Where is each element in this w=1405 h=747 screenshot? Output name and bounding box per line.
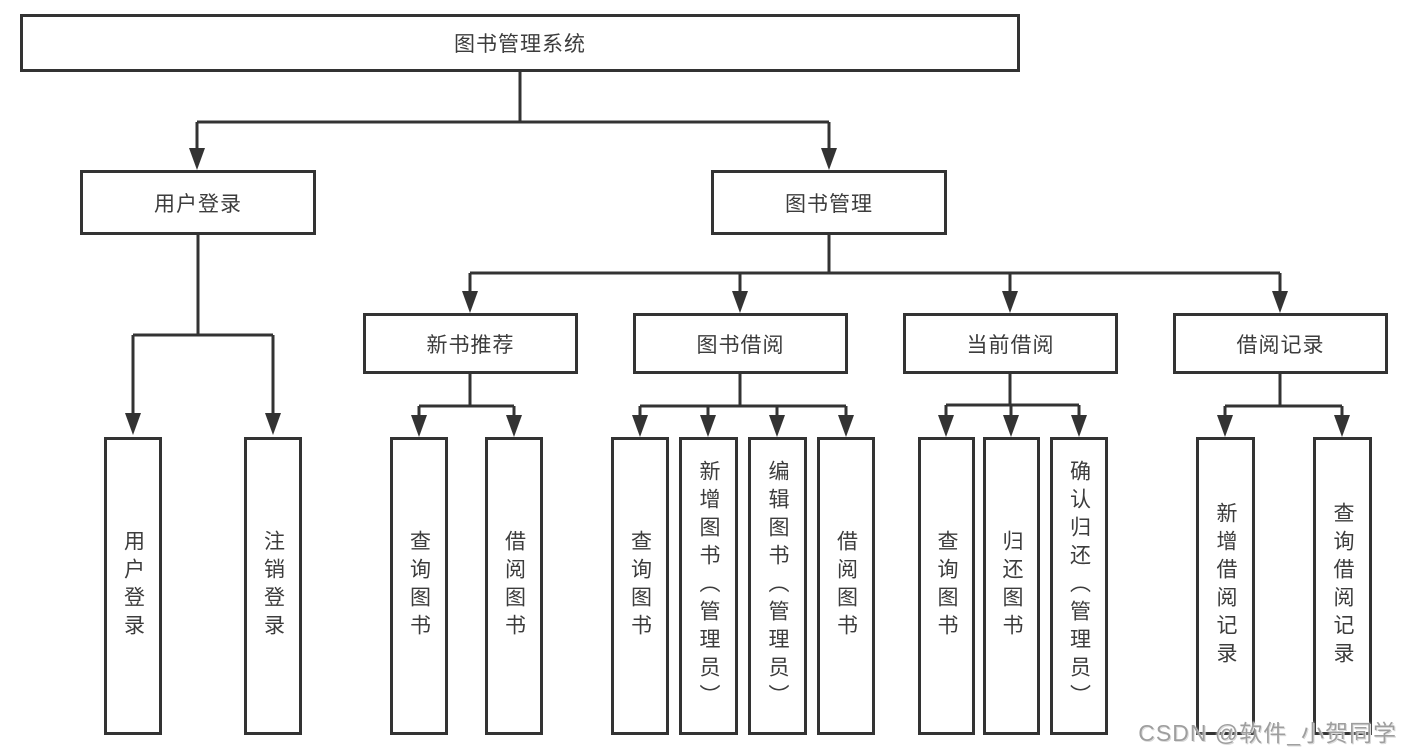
leaf-add-borrow-record-label: 新增借阅记录: [1214, 502, 1237, 670]
leaf-user-login: 用户登录: [104, 437, 162, 735]
node-current-borrow: 当前借阅: [903, 313, 1118, 374]
node-book-management: 图书管理: [711, 170, 947, 235]
node-book-borrow: 图书借阅: [633, 313, 848, 374]
leaf-add-book-admin-label: 新增图书（管理员）: [697, 460, 720, 712]
leaf-query-borrow-record: 查询借阅记录: [1313, 437, 1372, 735]
node-book-borrow-label: 图书借阅: [696, 333, 785, 357]
leaf-edit-book-admin-label: 编辑图书（管理员）: [766, 460, 789, 712]
leaf-query-book-recommend: 查询图书: [390, 437, 448, 735]
leaf-borrow-book-recommend: 借阅图书: [485, 437, 543, 735]
leaf-logout-label: 注销登录: [261, 530, 285, 642]
leaf-query-borrow-record-label: 查询借阅记录: [1331, 502, 1354, 670]
leaf-query-book-recommend-label: 查询图书: [407, 530, 431, 642]
csdn-watermark: CSDN @软件_小贺同学: [1138, 720, 1397, 746]
leaf-return-book-label: 归还图书: [1000, 530, 1023, 642]
leaf-add-book-admin: 新增图书（管理员）: [679, 437, 738, 735]
leaf-borrow-book-recommend-label: 借阅图书: [502, 530, 526, 642]
connector-arrowheads: [125, 148, 1350, 437]
node-root-label: 图书管理系统: [454, 33, 586, 56]
leaf-query-book: 查询图书: [611, 437, 669, 735]
leaf-logout: 注销登录: [244, 437, 302, 735]
node-current-borrow-label: 当前借阅: [966, 333, 1055, 357]
node-borrow-record: 借阅记录: [1173, 313, 1388, 374]
node-user-login-label: 用户登录: [154, 192, 242, 216]
node-new-book-recommend-label: 新书推荐: [426, 333, 515, 357]
leaf-borrow-book: 借阅图书: [817, 437, 875, 735]
leaf-confirm-return-admin-label: 确认归还（管理员）: [1067, 460, 1091, 712]
leaf-return-book: 归还图书: [983, 437, 1040, 735]
node-user-login: 用户登录: [80, 170, 316, 235]
node-new-book-recommend: 新书推荐: [363, 313, 578, 374]
node-root: 图书管理系统: [20, 14, 1020, 72]
connector-stems: [131, 71, 1344, 421]
leaf-add-borrow-record: 新增借阅记录: [1196, 437, 1255, 735]
node-book-management-label: 图书管理: [785, 192, 873, 216]
node-borrow-record-label: 借阅记录: [1236, 333, 1325, 357]
leaf-user-login-label: 用户登录: [121, 530, 145, 642]
leaf-query-book-current-label: 查询图书: [935, 530, 958, 642]
leaf-edit-book-admin: 编辑图书（管理员）: [748, 437, 807, 735]
leaf-confirm-return-admin: 确认归还（管理员）: [1050, 437, 1108, 735]
leaf-query-book-current: 查询图书: [918, 437, 975, 735]
leaf-query-book-label: 查询图书: [628, 530, 652, 642]
leaf-borrow-book-label: 借阅图书: [834, 530, 858, 642]
